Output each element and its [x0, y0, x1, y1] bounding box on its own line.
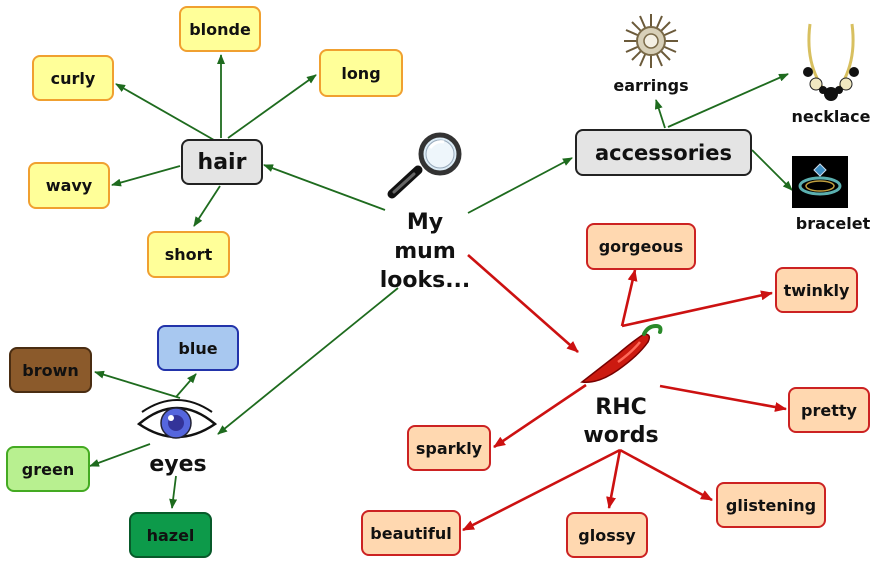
hair-node: hair — [181, 139, 263, 185]
bracelet-icon — [792, 156, 848, 208]
arrow-rhc-glistening — [619, 448, 713, 502]
hair-curly-node: curly — [32, 55, 114, 101]
rhc-twinkly-node: twinkly — [775, 267, 858, 313]
rhc-gorgeous-node: gorgeous — [586, 223, 696, 270]
necklace-icon — [803, 23, 859, 101]
arrow-accessories-earrings — [654, 99, 666, 129]
rhc-label: RHC words — [583, 395, 659, 448]
arrow-eyes-blue — [175, 373, 197, 398]
eye-icon — [136, 399, 218, 439]
rhc-glistening-node: glistening — [716, 482, 826, 528]
eyes-hazel-node: hazel — [129, 512, 212, 558]
arrow-center-rhc — [467, 254, 579, 353]
eyes-blue-node: blue — [157, 325, 239, 371]
arrow-hair-wavy — [111, 165, 181, 187]
hair-wavy-node: wavy — [28, 162, 110, 209]
arrow-center-eyes — [217, 287, 399, 435]
arrow-hair-short — [193, 185, 221, 227]
eyes-green-node: green — [6, 446, 90, 492]
accessories-node: accessories — [575, 129, 752, 176]
arrow-center-hair — [263, 164, 386, 211]
arrow-rhc-glossy — [606, 449, 622, 509]
eyes-brown-node: brown — [9, 347, 92, 393]
arrow-hair-long — [227, 74, 317, 139]
hair-blonde-node: blonde — [179, 6, 261, 52]
earrings-label: earrings — [613, 76, 689, 95]
rhc-beautiful-node: beautiful — [361, 510, 461, 556]
chili-pepper-icon — [580, 323, 663, 383]
necklace-label: necklace — [791, 107, 871, 126]
rhc-glossy-node: glossy — [566, 512, 648, 558]
arrow-accessories-bracelet — [751, 149, 793, 191]
bracelet-label: bracelet — [795, 214, 871, 233]
arrow-rhc-gorgeous — [620, 269, 638, 327]
arrow-eyes-green — [89, 443, 151, 467]
rhc-sparkly-node: sparkly — [407, 425, 491, 471]
arrow-center-accessories — [467, 157, 573, 214]
hair-long-node: long — [319, 49, 403, 97]
arrow-eyes-hazel — [169, 475, 178, 509]
arrow-rhc-pretty — [659, 384, 787, 412]
arrow-hair-curly — [115, 83, 215, 141]
eyes-label: eyes — [149, 452, 207, 477]
rhc-pretty-node: pretty — [788, 387, 870, 433]
arrow-accessories-necklace — [667, 73, 789, 128]
arrow-rhc-sparkly — [493, 383, 587, 449]
arrow-eyes-brown — [94, 370, 181, 399]
hair-short-node: short — [147, 231, 230, 278]
center-label: My mum looks... — [379, 210, 471, 293]
earrings-icon — [624, 14, 678, 68]
arrow-rhc-beautiful — [462, 448, 621, 532]
magnifying-glass-icon — [387, 132, 462, 199]
arrow-rhc-twinkly — [621, 290, 773, 328]
